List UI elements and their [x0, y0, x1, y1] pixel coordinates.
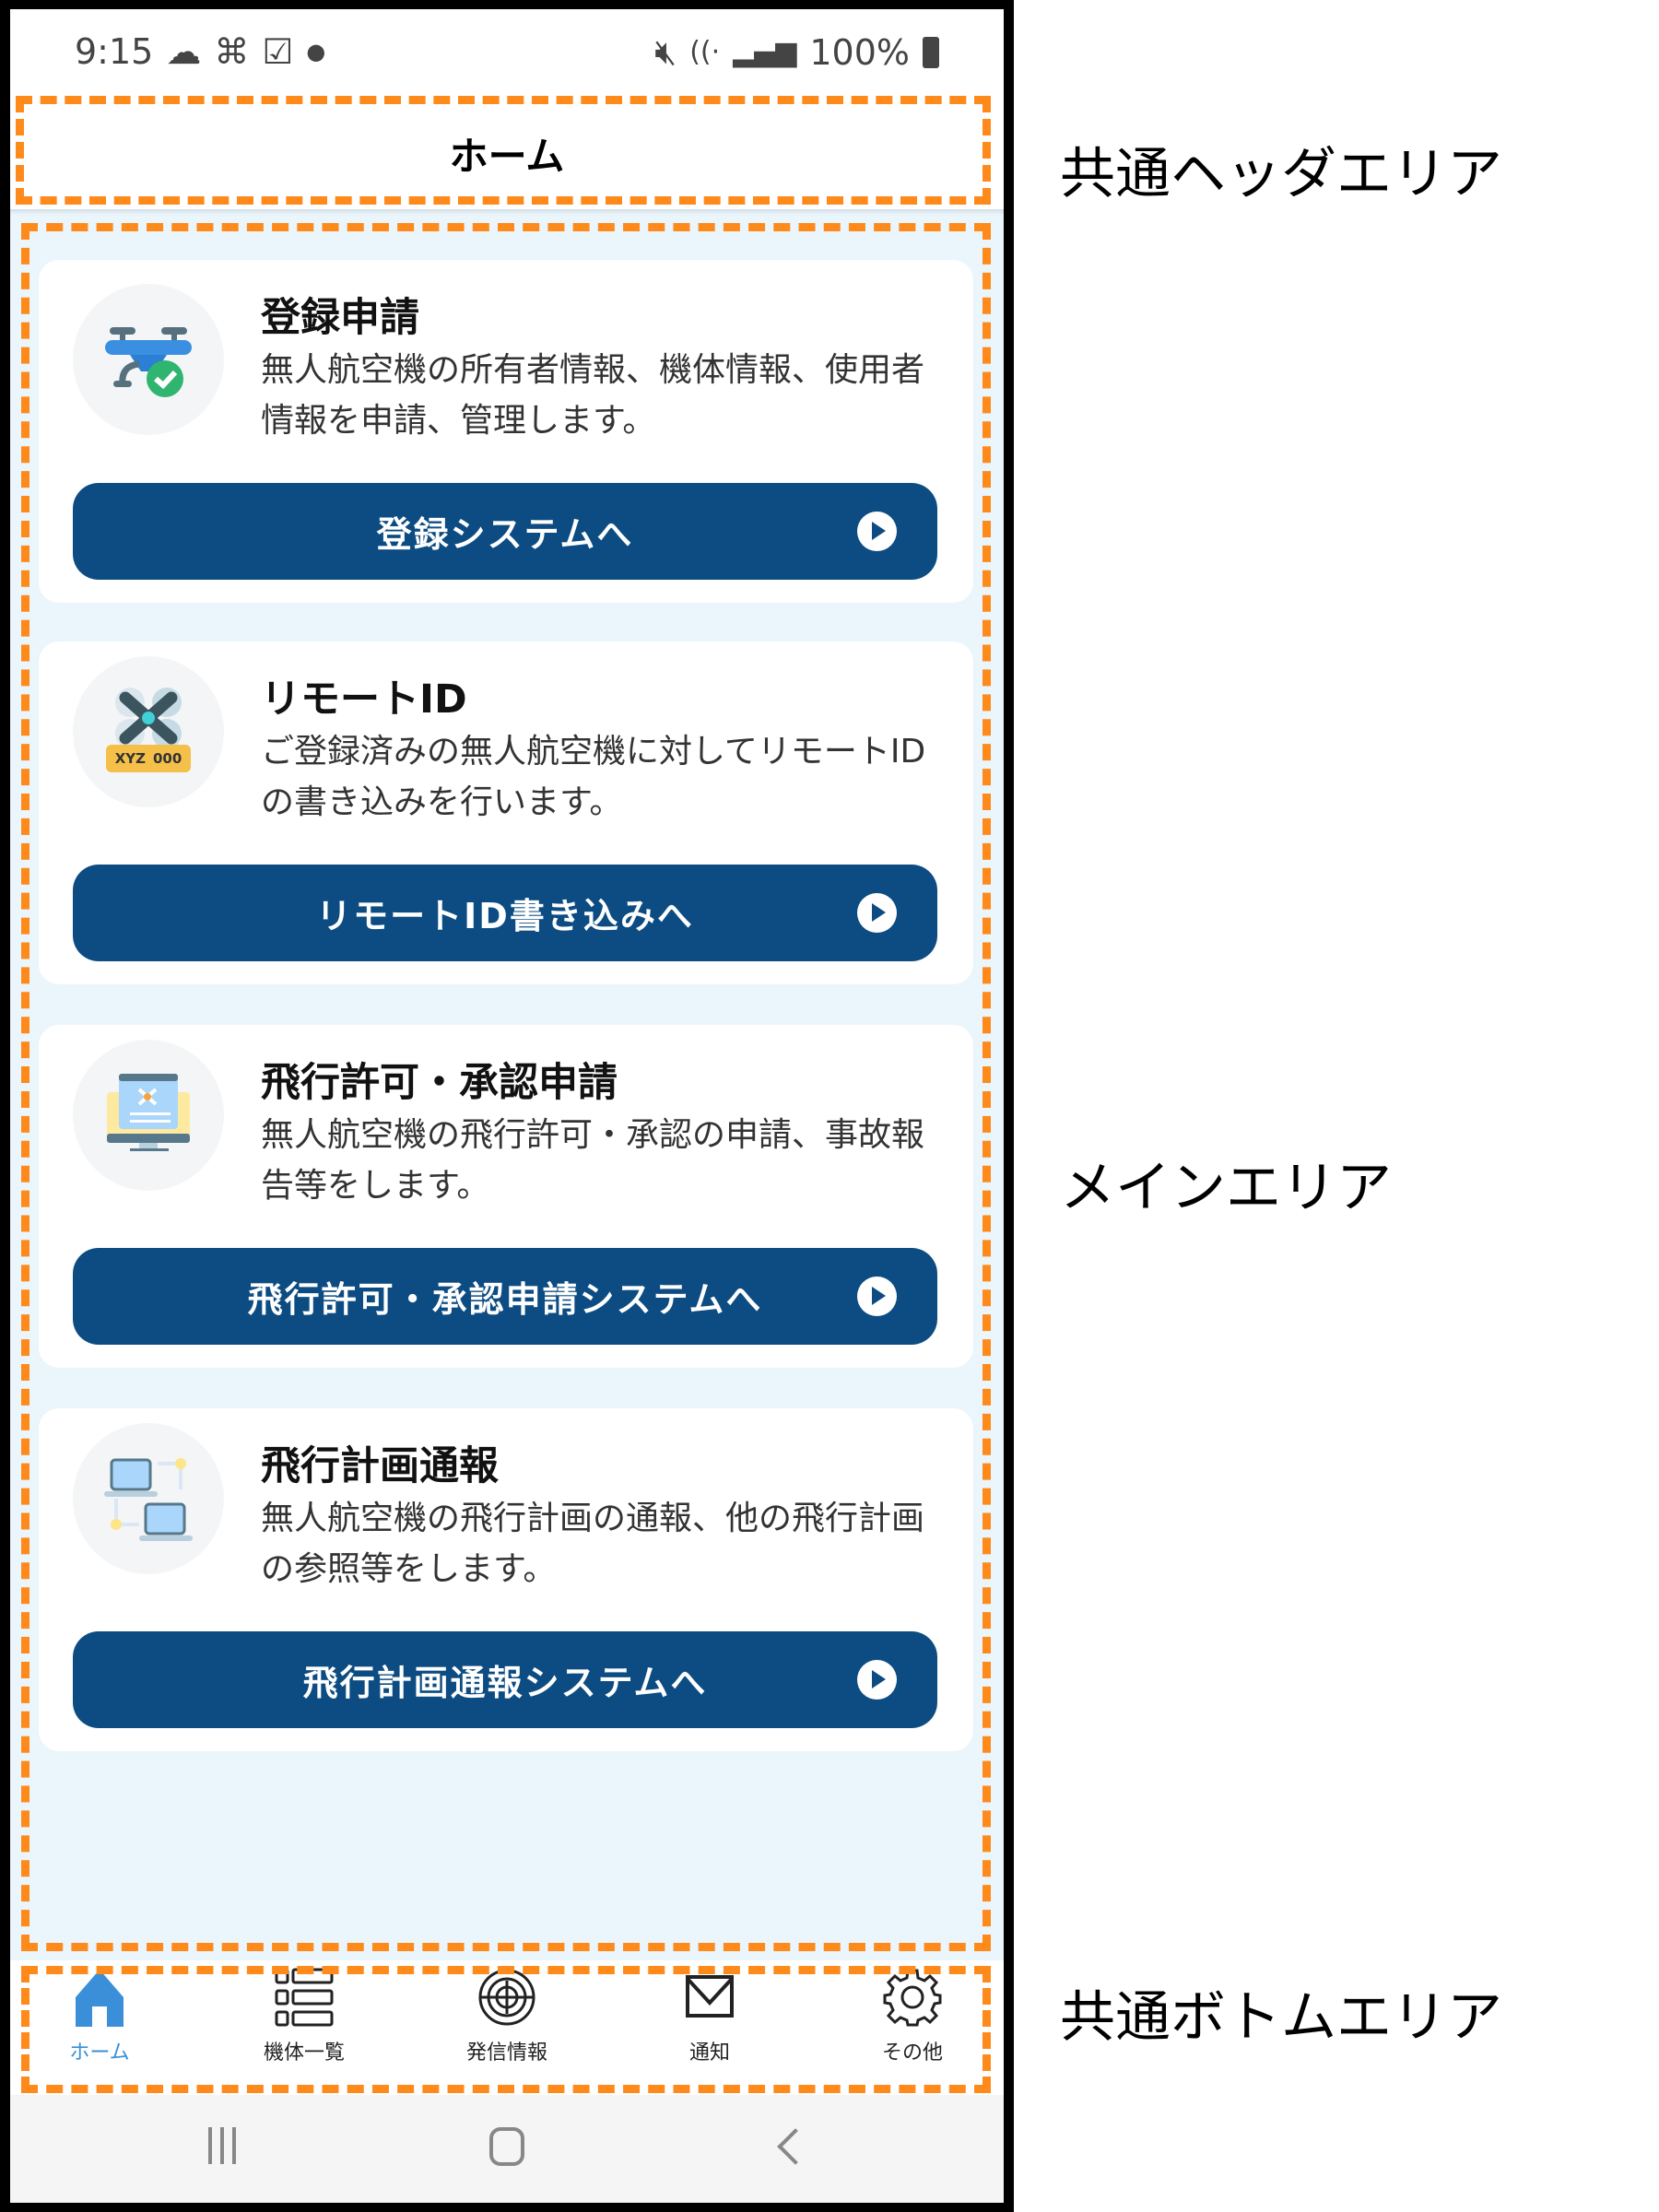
wifi-icon: ((·	[689, 36, 721, 68]
nav-label: ホーム	[69, 2041, 130, 2065]
play-circle-icon	[857, 1277, 897, 1316]
home-icon	[76, 1970, 124, 2027]
status-bar: 9:15 ☁ ⌘ ☑ ● 🔇︎ ((· ▂▄▆ 100%	[10, 9, 1004, 97]
page-title: ホーム	[449, 133, 565, 179]
nav-label: 通知	[688, 2041, 730, 2065]
nav-notifications[interactable]: 通知	[636, 1968, 783, 2065]
system-nav-bar	[10, 2095, 1004, 2203]
recent-apps-button[interactable]	[204, 2127, 241, 2164]
dot-icon: ●	[306, 39, 326, 65]
check-box-icon: ☑	[262, 31, 294, 72]
registration-system-button[interactable]: 登録システムへ	[73, 483, 937, 580]
button-label: 飛行計画通報システムへ	[302, 1663, 708, 1703]
battery-icon	[923, 36, 939, 68]
card-description: 無人航空機の飛行計画の通報、他の飛行計画の参照等をします。	[261, 1500, 925, 1588]
card-description: ご登録済みの無人航空機に対してリモートIDの書き込みを行います。	[261, 733, 926, 821]
phone-frame: 9:15 ☁ ⌘ ☑ ● 🔇︎ ((· ▂▄▆ 100% ホーム 登録申請 無人…	[0, 0, 1014, 2212]
button-label: リモートID書き込みへ	[316, 896, 694, 936]
mute-icon: 🔇︎	[654, 31, 677, 72]
button-label: 登録システムへ	[376, 514, 634, 555]
bottom-area-highlight	[21, 1966, 991, 2093]
back-button[interactable]	[777, 2128, 814, 2165]
play-circle-icon	[857, 893, 897, 933]
annotation-header: 共通ヘッダエリア	[1060, 142, 1502, 206]
play-circle-icon	[857, 512, 897, 551]
mail-icon	[686, 1975, 734, 2018]
header-area-highlight	[16, 96, 991, 205]
card-flight-plan: 飛行計画通報 無人航空機の飛行計画の通報、他の飛行計画の参照等をします。 飛行計…	[39, 1408, 973, 1751]
nav-home[interactable]: ホーム	[26, 1968, 173, 2065]
app-header: ホーム	[10, 97, 1004, 209]
plate-right-text: 000	[153, 750, 182, 767]
signal-icon: ▂▄▆	[733, 36, 797, 68]
button-label: 飛行許可・承認申請システムへ	[247, 1279, 763, 1320]
card-registration: 登録申請 無人航空機の所有者情報、機体情報、使用者情報を申請、管理します。 登録…	[39, 260, 973, 603]
main-area: 登録申請 無人航空機の所有者情報、機体情報、使用者情報を申請、管理します。 登録…	[10, 209, 1004, 1960]
card-description: 無人航空機の所有者情報、機体情報、使用者情報を申請、管理します。	[261, 351, 925, 440]
cloud-icon: ☁	[166, 31, 202, 72]
drone-plate-icon: XYZ 000	[73, 656, 224, 807]
nav-other[interactable]: その他	[839, 1968, 986, 2065]
nav-label: その他	[881, 2041, 943, 2065]
card-title: リモートID	[261, 677, 467, 723]
main-area-highlight	[21, 223, 991, 1951]
status-time: 9:15	[75, 31, 154, 72]
card-description: 無人航空機の飛行許可・承認の申請、事故報告等をします。	[261, 1116, 925, 1205]
card-flight-permission: 飛行許可・承認申請 無人航空機の飛行許可・承認の申請、事故報告等をします。 飛行…	[39, 1025, 973, 1368]
plate-left-text: XYZ	[114, 750, 146, 767]
card-title: 飛行計画通報	[261, 1443, 499, 1489]
bottom-nav: ホーム 機体一覧 発信情報 通知 その他	[10, 1960, 1004, 2095]
drone-check-icon	[73, 284, 224, 435]
nav-label: 機体一覧	[263, 2041, 345, 2065]
nav-aircraft-list[interactable]: 機体一覧	[230, 1968, 378, 2065]
annotation-main: メインエリア	[1060, 1156, 1392, 1220]
annotation-bottom: 共通ボトムエリア	[1060, 1985, 1502, 2050]
card-title: 登録申請	[261, 295, 419, 341]
card-remote-id: XYZ 000 リモートID ご登録済みの無人航空機に対してリモートIDの書き込み…	[39, 641, 973, 984]
play-circle-icon	[857, 1660, 897, 1700]
screen: 9:15 ☁ ⌘ ☑ ● 🔇︎ ((· ▂▄▆ 100% ホーム 登録申請 無人…	[10, 9, 1004, 2203]
flight-permission-button[interactable]: 飛行許可・承認申請システムへ	[73, 1248, 937, 1345]
home-system-button[interactable]	[489, 2127, 524, 2166]
drone-status-icon: ⌘	[214, 31, 250, 72]
remote-id-button[interactable]: リモートID書き込みへ	[73, 865, 937, 961]
flight-plan-button[interactable]: 飛行計画通報システムへ	[73, 1631, 937, 1728]
nav-broadcast-info[interactable]: 発信情報	[433, 1968, 581, 2065]
card-title: 飛行許可・承認申請	[261, 1060, 618, 1106]
battery-percent: 100%	[809, 31, 910, 73]
laptops-network-icon	[73, 1423, 224, 1574]
gear-icon	[883, 1969, 942, 2027]
monitor-drone-icon	[73, 1040, 224, 1191]
nav-label: 発信情報	[465, 2041, 547, 2065]
